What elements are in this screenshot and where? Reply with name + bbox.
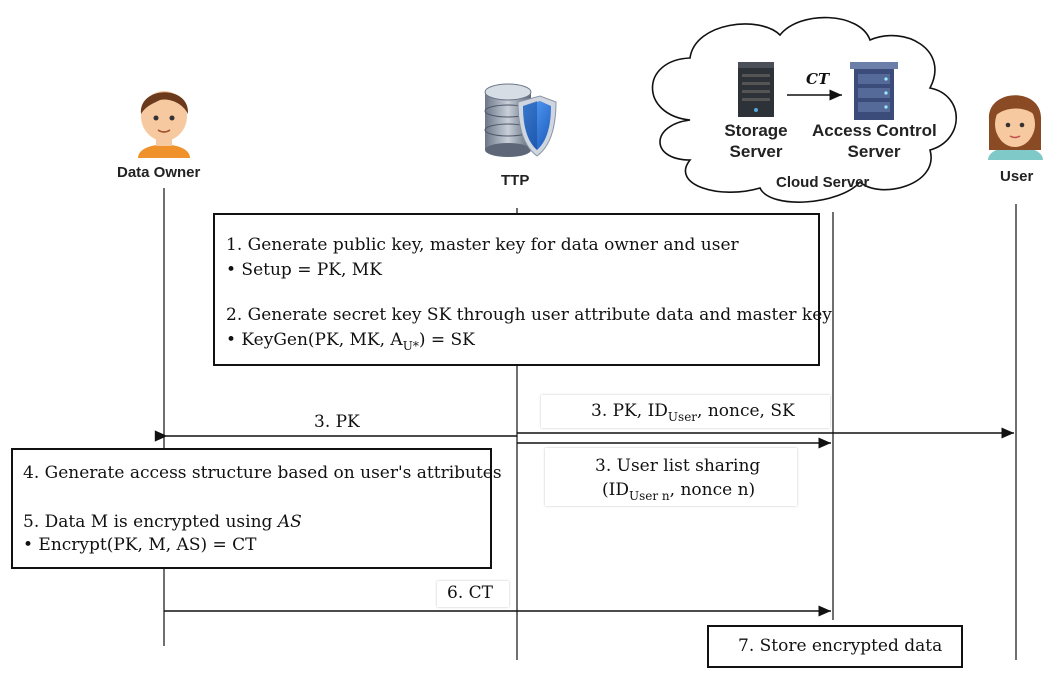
msg-pk-id-label: 3. PK, IDUser, nonce, SK (591, 401, 795, 424)
cloud-server-label: Cloud Server (776, 174, 870, 191)
actor-label-ttp: TTP (501, 172, 530, 189)
actor-label-user: User (1000, 168, 1034, 185)
store-encrypted-data-text: 7. Store encrypted data (738, 636, 943, 656)
owner-step4-text: 4. Generate access structure based on us… (23, 463, 502, 483)
storage-server-label-line2: Server (729, 142, 783, 161)
ttp-step2-bullet-suffix: ) = SK (418, 330, 475, 350)
msg-pk-id-box: 3. PK, IDUser, nonce, SK (541, 395, 830, 428)
owner-steps-box: 4. Generate access structure based on us… (11, 448, 502, 569)
owner-step5-italic: AS (277, 512, 302, 532)
owner-step5-prefix: 5. Data M is encrypted using (23, 512, 278, 532)
msg-pk-id-sub: User (667, 410, 698, 424)
access-control-server-icon (850, 62, 898, 120)
msg-user-list-sub: User n (628, 489, 670, 503)
actor-label-data-owner: Data Owner (117, 164, 201, 181)
user-avatar-icon (988, 95, 1043, 160)
msg-user-list-line2: (IDUser n, nonce n) (602, 480, 756, 503)
msg-ct-box: 6. CT (437, 581, 509, 607)
msg-pk-label: 3. PK (314, 412, 360, 432)
ttp-step2-bullet-prefix: • KeyGen(PK, MK, A (226, 330, 403, 350)
msg-pk-id-suffix: , nonce, SK (697, 401, 795, 421)
ttp-step2-text: 2. Generate secret key SK through user a… (226, 305, 832, 325)
ttp-database-shield-icon (484, 83, 557, 157)
access-control-server-label-line1: Access Control (812, 121, 937, 140)
msg-user-list-suffix: , nonce n) (669, 480, 756, 500)
storage-server-label-line1: Storage (724, 121, 788, 140)
storage-server-icon (738, 62, 774, 117)
msg-user-list-line1: 3. User list sharing (595, 456, 761, 476)
data-owner-avatar-icon (138, 91, 190, 158)
ttp-step2-bullet-sub: U* (402, 339, 419, 353)
ttp-step2-bullet: • KeyGen(PK, MK, AU*) = SK (226, 329, 475, 353)
store-encrypted-data-box: 7. Store encrypted data (707, 625, 963, 668)
msg-ct-label: 6. CT (447, 583, 493, 603)
msg-user-list-box: 3. User list sharing (IDUser n, nonce n) (545, 448, 797, 506)
owner-step5-bullet: • Encrypt(PK, M, AS) = CT (23, 535, 257, 555)
cloud-ct-label: CT (806, 70, 830, 88)
storage-server-label: Storage Server (718, 120, 794, 162)
access-control-server-label: Access Control Server (812, 120, 937, 162)
ttp-step1-bullet: • Setup = PK, MK (226, 260, 382, 280)
msg-user-list-prefix: (ID (602, 480, 629, 500)
owner-step5-text: 5. Data M is encrypted using AS (23, 511, 302, 534)
access-control-server-label-line2: Server (847, 142, 901, 161)
msg-pk-id-prefix: 3. PK, ID (591, 401, 668, 421)
ttp-step1-text: 1. Generate public key, master key for d… (226, 235, 739, 255)
ttp-steps-box: 1. Generate public key, master key for d… (213, 213, 832, 366)
